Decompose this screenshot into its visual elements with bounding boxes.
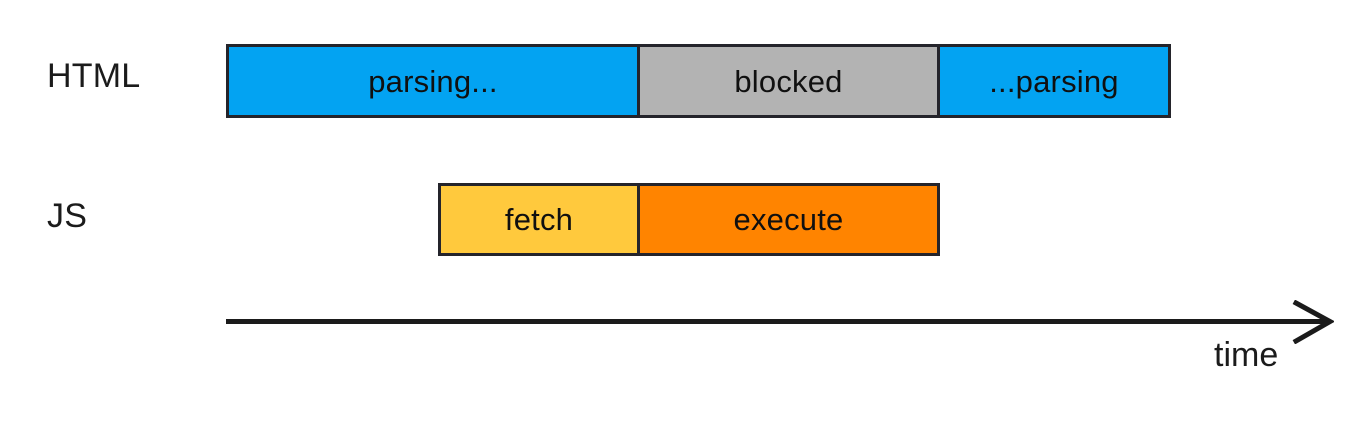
bar-label-fetch: fetch (504, 202, 574, 237)
bar-html-blocked: blocked (637, 44, 940, 118)
row-label-html: HTML (47, 57, 141, 95)
row-label-js: JS (47, 197, 88, 235)
bar-label-execute: execute (733, 202, 844, 237)
bar-html-parsing-post: ...parsing (937, 44, 1171, 118)
bar-label-parsing-pre: parsing... (368, 63, 498, 99)
arrow-right-icon (1292, 299, 1336, 345)
bar-js-execute: execute (637, 183, 940, 256)
bar-js-fetch: fetch (438, 183, 640, 256)
time-axis-line (226, 319, 1330, 324)
time-axis-label: time (1214, 336, 1279, 374)
bar-label-parsing-post: ...parsing (989, 63, 1119, 99)
bar-label-blocked: blocked (734, 63, 843, 99)
bar-html-parsing-pre: parsing... (226, 44, 640, 118)
